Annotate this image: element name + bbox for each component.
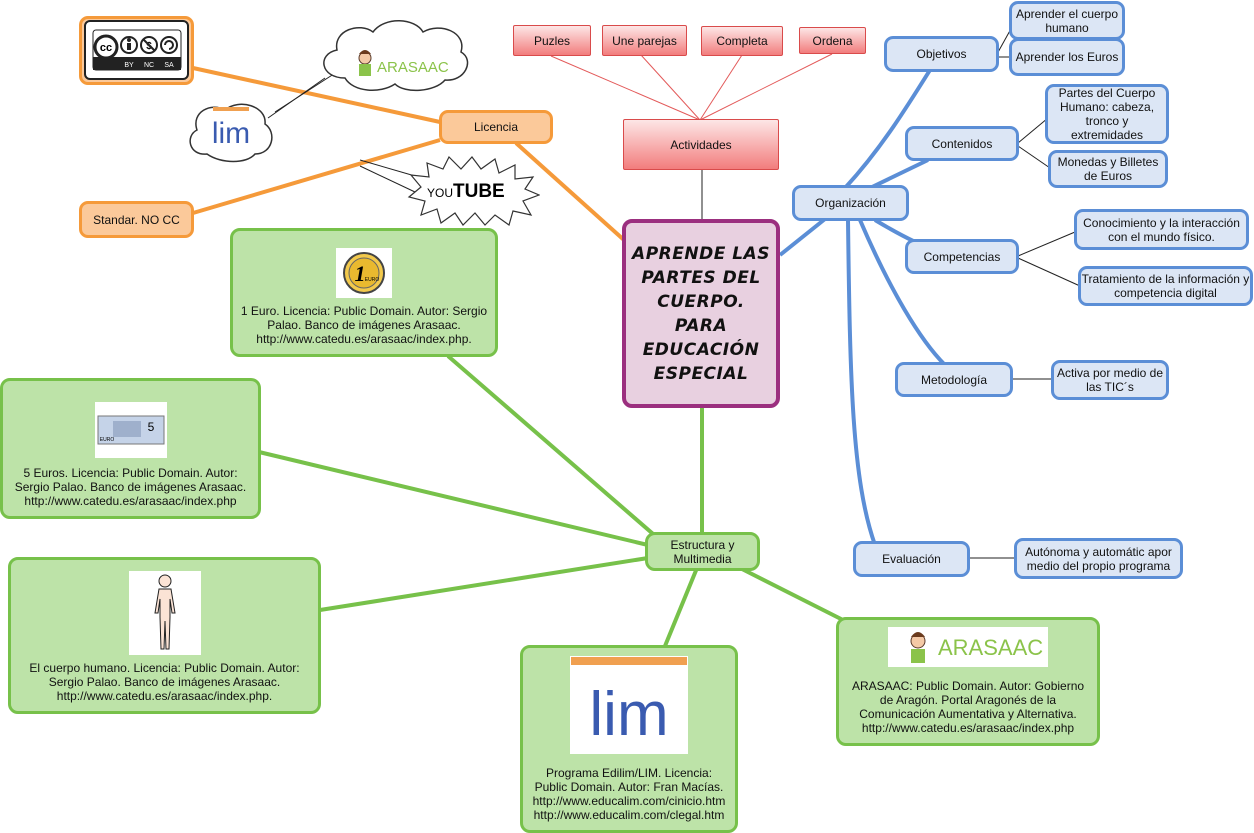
cc-nc-label: NC — [143, 62, 153, 69]
activity-completa-label: Completa — [716, 34, 768, 48]
objective-body-node[interactable]: Aprender el cuerpo humano — [1009, 1, 1125, 40]
card-lim-program-text: Programa Edilim/LIM. Licencia: Public Do… — [532, 766, 726, 822]
youtube-starburst: YOU TUBE — [407, 155, 540, 226]
activity-puzles-label: Puzles — [533, 33, 571, 48]
competences-node[interactable]: Competencias — [905, 239, 1019, 274]
card-lim-program[interactable]: lim Programa Edilim/LIM. Licencia: Publi… — [520, 645, 738, 833]
competence-digital-node[interactable]: Tratamiento de la información y competen… — [1078, 266, 1253, 306]
youtube-you-text: YOU — [427, 186, 453, 200]
contents-node[interactable]: Contenidos — [905, 126, 1019, 161]
coin-value: 1 — [355, 261, 366, 286]
evaluation-autonomous-node[interactable]: Autónoma y automátic apor medio del prop… — [1014, 538, 1183, 579]
activity-une-parejas-label: Une parejas — [612, 33, 677, 48]
card-arasaac-text: ARASAAC: Public Domain. Autor: Gobierno … — [851, 679, 1085, 735]
competences-label: Competencias — [923, 249, 1001, 264]
card-5-euros-text: 5 Euros. Licencia: Public Domain. Autor:… — [14, 466, 247, 508]
standard-license-node[interactable]: Standar. NO CC — [79, 201, 194, 238]
lim-logo-icon: lim — [570, 656, 688, 754]
standard-license-label: Standar. NO CC — [93, 212, 180, 227]
competence-physical-node[interactable]: Conocimiento y la interacción con el mun… — [1074, 209, 1249, 250]
content-euros-node[interactable]: Monedas y Billetes de Euros — [1048, 150, 1168, 188]
cc-by-nc-sa-icon: cc $ BY NC SA — [84, 20, 189, 80]
objective-body-label: Aprender el cuerpo humano — [1015, 6, 1119, 35]
activities-node-label: Actividades — [670, 137, 732, 152]
activity-ordena-label: Ordena — [812, 33, 853, 48]
card-human-body[interactable]: El cuerpo humano. Licencia: Public Domai… — [8, 557, 321, 714]
objectives-node[interactable]: Objetivos — [884, 36, 999, 72]
youtube-tube-text: TUBE — [453, 181, 505, 202]
competence-digital-label: Tratamiento de la información y competen… — [1081, 272, 1250, 300]
lim-cloud-callout: lim — [189, 103, 273, 163]
content-body-parts-label: Partes del Cuerpo Humano: cabeza, tronco… — [1058, 86, 1156, 142]
svg-text:cc: cc — [99, 42, 111, 54]
arasaac-logo-icon: ARASAAC — [888, 627, 1048, 667]
card-5-euros[interactable]: 5 EURO 5 Euros. Licencia: Public Domain.… — [0, 378, 261, 519]
license-node-label: Licencia — [473, 120, 519, 134]
competence-physical-label: Conocimiento y la interacción con el mun… — [1083, 215, 1240, 244]
activity-puzles[interactable]: Puzles — [513, 25, 591, 56]
methodology-node[interactable]: Metodología — [895, 362, 1013, 397]
methodology-active-node[interactable]: Activa por medio de las TIC´s — [1051, 360, 1169, 400]
note-unit: EURO — [99, 437, 114, 443]
license-node[interactable]: Licencia — [439, 110, 553, 144]
content-body-parts-node[interactable]: Partes del Cuerpo Humano: cabeza, tronco… — [1045, 84, 1169, 144]
activity-une-parejas[interactable]: Une parejas — [602, 25, 687, 56]
evaluation-label: Evaluación — [882, 552, 941, 566]
structure-label: Estructura y Multimedia — [670, 537, 735, 566]
activities-node[interactable]: Actividades — [623, 119, 779, 170]
methodology-label: Metodología — [920, 372, 988, 387]
evaluation-autonomous-label: Autónoma y automátic apor medio del prop… — [1025, 544, 1172, 573]
euro-banknote-icon: 5 EURO — [94, 402, 167, 458]
central-topic[interactable]: APRENDE LAS PARTES DEL CUERPO. PARA EDUC… — [622, 219, 780, 408]
card-human-body-text: El cuerpo humano. Licencia: Public Domai… — [29, 661, 300, 703]
card-1-euro[interactable]: 1 EURO 1 Euro. Licencia: Public Domain. … — [230, 228, 498, 357]
evaluation-node[interactable]: Evaluación — [853, 541, 970, 577]
activity-completa[interactable]: Completa — [701, 26, 783, 56]
coin-unit: EURO — [365, 277, 380, 283]
activity-ordena[interactable]: Ordena — [799, 27, 866, 54]
cc-by-label: BY — [124, 62, 134, 69]
objective-euros-label: Aprender los Euros — [1015, 50, 1119, 64]
central-topic-label: APRENDE LAS PARTES DEL CUERPO. PARA EDUC… — [632, 243, 770, 384]
methodology-active-label: Activa por medio de las TIC´s — [1056, 366, 1164, 394]
card-1-euro-text: 1 Euro. Licencia: Public Domain. Autor: … — [240, 304, 488, 346]
arasaac-cloud-callout: ARASAAC — [323, 20, 469, 92]
organization-label: Organización — [815, 196, 886, 210]
objectives-label: Objetivos — [916, 47, 967, 61]
structure-node[interactable]: Estructura y Multimedia — [645, 532, 760, 571]
cc-sa-label: SA — [164, 62, 174, 69]
objective-euros-node[interactable]: Aprender los Euros — [1009, 38, 1125, 76]
euro-coin-icon: 1 EURO — [336, 248, 392, 298]
organization-node[interactable]: Organización — [792, 185, 909, 221]
arasaac-cloud-logo-text: ARASAAC — [377, 59, 449, 76]
card-arasaac[interactable]: ARASAAC ARASAAC: Public Domain. Autor: G… — [836, 617, 1100, 746]
note-value: 5 — [147, 420, 154, 434]
lim-cloud-logo-text: lim — [212, 117, 250, 150]
content-euros-label: Monedas y Billetes de Euros — [1057, 155, 1159, 183]
lim-logo-text: lim — [589, 680, 668, 749]
human-body-icon — [128, 571, 201, 655]
arasaac-logo-text: ARASAAC — [938, 635, 1043, 660]
contents-label: Contenidos — [931, 136, 993, 151]
